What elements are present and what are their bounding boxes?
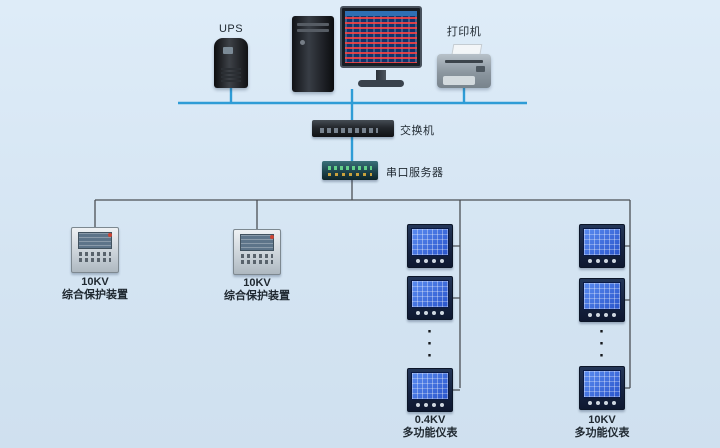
- power-button-icon: [300, 40, 305, 45]
- multifunction-meter: [579, 224, 625, 268]
- meter-screen: [583, 228, 621, 256]
- protection-buttons: [241, 260, 273, 264]
- protection-device-left: [71, 227, 119, 273]
- meter-col-04kv-label: 0.4KV 多功能仪表: [402, 414, 458, 439]
- printer-tray: [443, 76, 475, 85]
- switch-label: 交换机: [400, 125, 435, 137]
- serial-ports: [328, 173, 372, 176]
- multifunction-meter: [407, 368, 453, 412]
- protection-mid-label: 10KV 综合保护装置: [224, 277, 290, 302]
- meter-buttons: [583, 398, 621, 408]
- serial-server-label: 串口服务器: [386, 167, 444, 179]
- protection-screen: [240, 234, 274, 251]
- multifunction-meter: [407, 224, 453, 268]
- network-switch: [312, 120, 394, 137]
- printer-label: 打印机: [446, 26, 482, 38]
- ups-vents: [221, 68, 241, 82]
- multifunction-meter: [579, 366, 625, 410]
- meter-col1-riser: [452, 200, 461, 391]
- multifunction-meter: [407, 276, 453, 320]
- printer-device: [437, 54, 491, 88]
- meter-buttons: [411, 400, 449, 410]
- monitor-base: [358, 80, 404, 87]
- protection-buttons: [79, 252, 111, 256]
- monitor: [340, 6, 422, 68]
- meter-screen: [583, 282, 621, 310]
- printer-panel: [476, 66, 485, 72]
- protection-device-mid: [233, 229, 281, 275]
- ups-display: [223, 47, 233, 54]
- meter-screen: [411, 228, 449, 256]
- monitor-stand: [376, 70, 386, 80]
- drive-bay: [297, 23, 329, 26]
- multifunction-meter: [579, 278, 625, 322]
- ups-device: [214, 38, 248, 88]
- ups-label: UPS: [218, 23, 244, 35]
- meter-buttons: [583, 256, 621, 266]
- meter-buttons: [411, 308, 449, 318]
- pc-tower: [292, 16, 334, 92]
- meter-col-10kv-label: 10KV 多功能仪表: [574, 414, 630, 439]
- serial-port-server: [322, 161, 378, 180]
- monitor-screen: [345, 11, 417, 63]
- status-led: [108, 233, 112, 237]
- more-meters-ellipsis: · · ·: [427, 322, 433, 365]
- drive-bay: [297, 29, 329, 32]
- status-led: [270, 235, 274, 239]
- switch-ports: [320, 128, 378, 133]
- protection-left-label: 10KV 综合保护装置: [62, 276, 128, 301]
- meter-screen: [411, 280, 449, 308]
- more-meters-ellipsis: · · ·: [599, 322, 605, 365]
- protection-screen: [78, 232, 112, 249]
- meter-screen: [411, 372, 449, 400]
- meter-screen: [583, 370, 621, 398]
- serial-leds: [328, 166, 372, 170]
- protection-buttons: [79, 258, 111, 262]
- meter-buttons: [583, 310, 621, 320]
- protection-buttons: [241, 254, 273, 258]
- meter-buttons: [411, 256, 449, 266]
- printer-slot: [445, 60, 483, 63]
